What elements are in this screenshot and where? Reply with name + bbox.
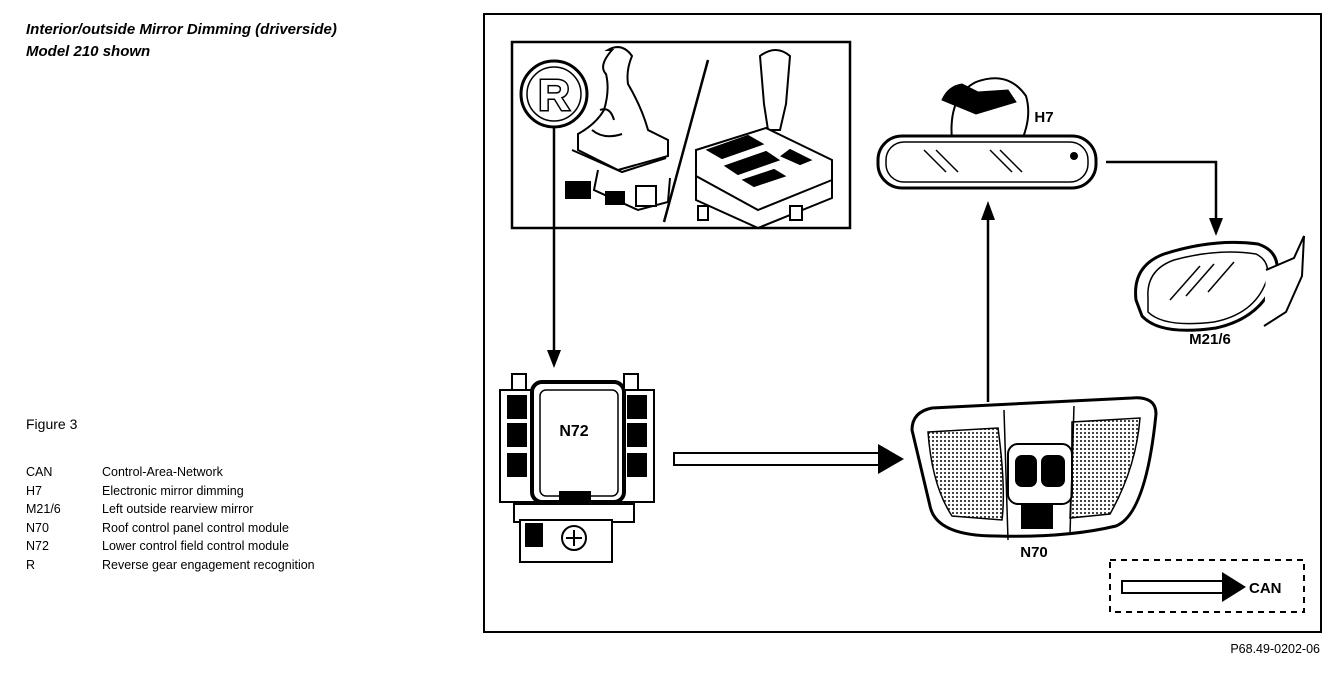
label-n70: N70: [1020, 544, 1048, 561]
reverse-gear-badge: R: [519, 59, 589, 129]
manual-shifter-icon: [565, 46, 671, 212]
diagram-frame: [483, 13, 1322, 633]
legend-row: H7 Electronic mirror dimming: [26, 482, 315, 501]
legend-desc: Left outside rearview mirror: [102, 502, 254, 516]
legend-desc: Lower control field control module: [102, 539, 289, 553]
arrow-h7-to-m216: [1106, 160, 1223, 236]
figure-label: Figure 3: [26, 416, 78, 432]
legend-code: CAN: [26, 465, 53, 479]
m216-outside-mirror-icon: M21/6: [1134, 235, 1305, 348]
can-arrow-n72-to-n70: [673, 444, 904, 474]
legend-desc: Electronic mirror dimming: [102, 483, 244, 498]
legend-table: CAN Control-Area-Network H7 Electronic mir…: [26, 463, 315, 574]
n72-module-icon: N72: [499, 373, 655, 563]
label-n72: N72: [559, 423, 588, 440]
legend-code: N70: [26, 520, 49, 535]
legend-code: N72: [26, 539, 49, 553]
title-line-1: Interior/outside Mirror Dimming (drivers…: [26, 21, 337, 38]
legend-row: N70 Roof control panel control module: [26, 519, 315, 538]
reference-number: P68.49-0202-06: [1230, 642, 1320, 656]
label-m216: M21/6: [1189, 331, 1231, 348]
legend-row: N72 Lower control field control module: [26, 537, 315, 556]
arrow-r-to-n72: [547, 127, 561, 368]
legend-code: H7: [26, 483, 42, 498]
can-legend-box: CAN: [1109, 559, 1305, 613]
legend-code: M21/6: [26, 502, 61, 516]
n70-module-icon: N70: [910, 396, 1158, 561]
legend-desc: Control-Area-Network: [102, 465, 223, 479]
page-title: Interior/outside Mirror Dimming (drivers…: [26, 19, 337, 63]
label-h7: H7: [1034, 109, 1053, 126]
legend-row: M21/6 Left outside rearview mirror: [26, 500, 315, 519]
arrow-n70-to-h7: [981, 201, 995, 402]
automatic-selector-icon: [695, 49, 833, 230]
h7-interior-mirror-icon: H7: [876, 77, 1098, 190]
legend-code: R: [26, 557, 36, 572]
gear-selector-panel: R: [510, 40, 852, 230]
label-r: R: [538, 71, 570, 120]
legend-row: R Reverse gear engagement recognition: [26, 556, 315, 575]
legend-row: CAN Control-Area-Network: [26, 463, 315, 482]
legend-desc: Reverse gear engagement recognition: [102, 557, 315, 572]
legend-desc: Roof control panel control module: [102, 520, 289, 535]
label-can: CAN: [1249, 580, 1282, 597]
title-line-2: Model 210 shown: [26, 43, 151, 60]
